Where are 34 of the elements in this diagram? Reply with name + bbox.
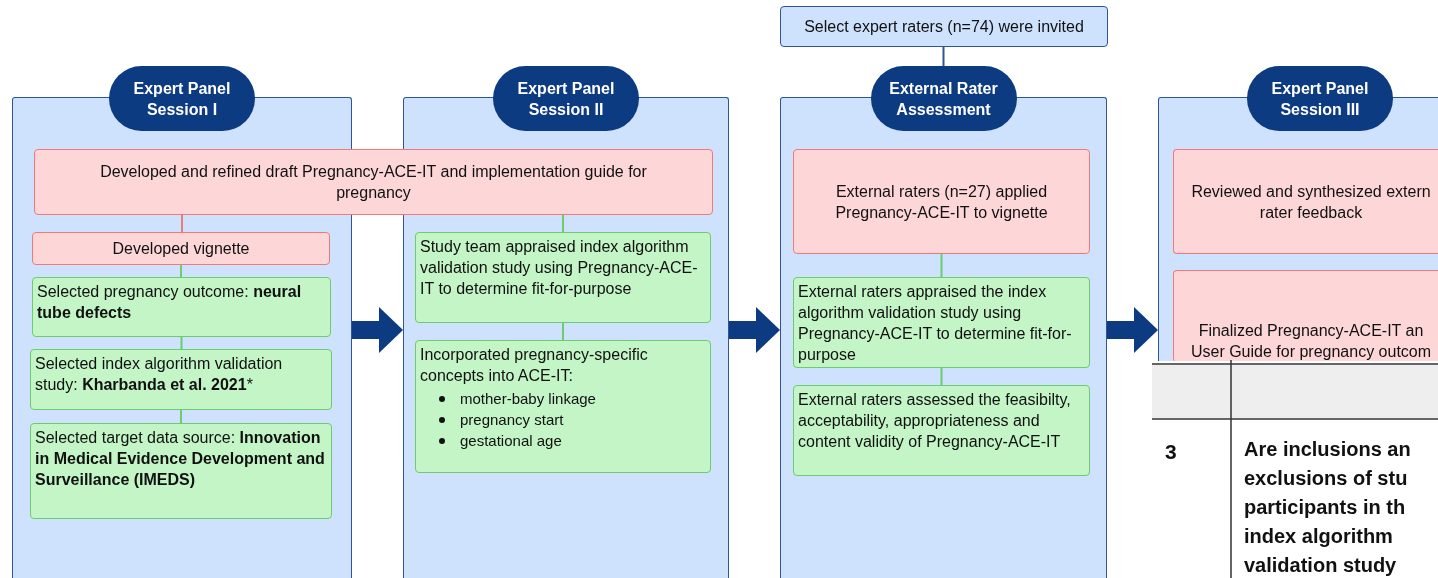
connector-line — [562, 322, 564, 341]
list-item-text: pregnancy start — [460, 411, 564, 428]
process-box: Developed and refined draft Pregnancy-ACE-IT and implementation guide for pregnancy — [34, 149, 713, 215]
connector-line — [181, 214, 183, 233]
process-box: Reviewed and synthesized extern rater feedback — [1173, 149, 1438, 254]
list-item-text: mother-baby linkage — [460, 390, 596, 407]
session-heading: Expert Panel Session II — [493, 66, 639, 131]
process-box: Selected target data source: Innovation in Medical Evidence Development and Surveillance (IMEDS) — [30, 423, 332, 519]
process-box: External raters assessed the feasibilty, acceptability, appropriateness and content validity of Pregnancy-ACE-IT — [793, 385, 1090, 476]
process-box: Selected index algorithm validation study: Kharbanda et al. 2021* — [30, 349, 332, 410]
block-arrow — [352, 307, 403, 353]
process-box: Incorporated pregnancy-specific concepts into ACE-IT: mother-baby linkage pregnancy start gestational age — [415, 340, 711, 473]
connector-line — [940, 253, 943, 278]
session-heading: Expert Panel Session I — [109, 66, 255, 131]
process-box: Selected pregnancy outcome: neural tube defects — [32, 277, 331, 337]
table-cell-question: Are inclusions an exclusions of stu participants in th index algorithm validation study — [1244, 437, 1412, 578]
session-heading: External Rater Assessment — [870, 66, 1017, 131]
process-box: External raters (n=27) applied Pregnancy-ACE-IT to vignette — [793, 149, 1090, 254]
process-box: External raters appraised the index algorithm validation study using Pregnancy-ACE-IT to determine fit-for-purpose — [793, 277, 1090, 368]
process-box: Study team appraised index algorithm validation study using Pregnancy-ACE-IT to determine fit-for-purpose — [415, 232, 711, 323]
process-box: Developed vignette — [32, 232, 330, 265]
table-cell-number: 3 — [1165, 439, 1178, 465]
connector-line — [940, 367, 943, 386]
connector-line — [180, 336, 183, 350]
session-heading: Expert Panel Session III — [1247, 66, 1393, 131]
connector-line — [562, 214, 564, 233]
block-arrow — [729, 307, 780, 353]
connector-line — [942, 46, 945, 67]
process-box: Finalized Pregnancy-ACE-IT an User Guide for pregnancy outcom — [1173, 270, 1438, 362]
list-item-text: gestational age — [460, 432, 562, 449]
connector-line — [180, 409, 182, 424]
connector-line — [180, 264, 182, 278]
block-arrow — [1107, 307, 1158, 353]
process-box: Select expert raters (n=74) were invited — [780, 6, 1108, 47]
